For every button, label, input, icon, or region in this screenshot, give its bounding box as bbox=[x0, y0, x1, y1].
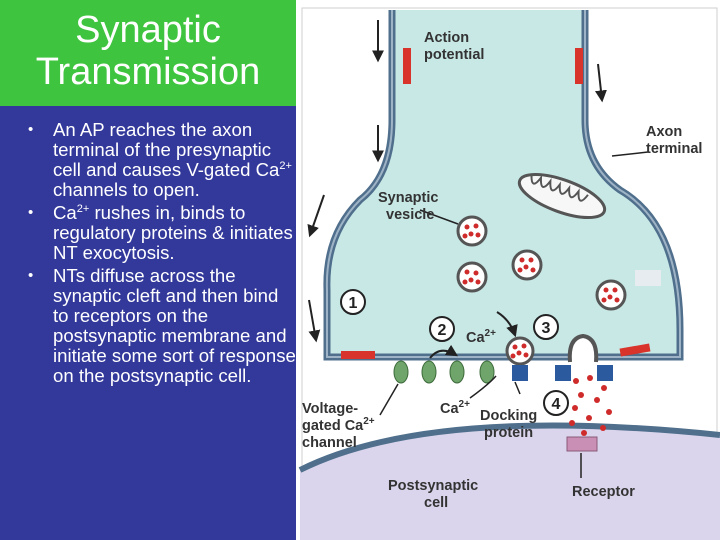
ap-arrow-right bbox=[594, 63, 607, 103]
ca-influx-arrow bbox=[429, 344, 459, 359]
ca-channel bbox=[393, 360, 409, 384]
bullet-dot: • bbox=[28, 121, 34, 138]
bullet-2-text: Ca bbox=[53, 202, 77, 223]
synaptic-vesicle bbox=[511, 249, 543, 281]
label-voltage-gated-line3: channel bbox=[302, 435, 357, 451]
label-ca-step2: Ca2+ bbox=[466, 328, 496, 346]
svg-text:3: 3 bbox=[542, 320, 551, 337]
docking-protein bbox=[555, 365, 571, 381]
ap-arrow-curve bbox=[307, 194, 325, 238]
step-1-marker: 1 bbox=[340, 289, 366, 315]
label-postsynaptic-cell-line2: cell bbox=[424, 495, 448, 511]
ca-channel bbox=[421, 360, 437, 384]
ap-marker bbox=[619, 343, 651, 357]
synapse-diagram: 1 2 3 4 Action potential Axon terminal S… bbox=[298, 7, 720, 540]
label-docking-protein-line2: protein bbox=[484, 425, 533, 441]
title-line-1: Synaptic bbox=[75, 9, 221, 51]
label-voltage-gated-line2: gated Ca2+ bbox=[302, 416, 375, 434]
axon-terminal bbox=[326, 10, 680, 357]
synaptic-vesicle bbox=[456, 215, 488, 247]
bullet-item-2: • Ca2+ rushes in, binds to regulatory pro… bbox=[28, 203, 296, 263]
mitochondrion bbox=[517, 172, 607, 220]
text-panel: Synaptic Transmission • An AP reaches the… bbox=[0, 0, 296, 540]
step-3-marker: 3 bbox=[533, 314, 559, 340]
ca-channel bbox=[479, 360, 495, 384]
vesicle-leader bbox=[419, 209, 459, 225]
label-voltage-gated-line1: Voltage- bbox=[302, 401, 358, 417]
neurotransmitters bbox=[569, 375, 612, 436]
bullet-3-text: NTs diffuse across the synaptic cleft an… bbox=[53, 265, 296, 386]
step-2-marker: 2 bbox=[429, 316, 455, 342]
receptor-protein bbox=[566, 436, 598, 452]
synaptic-vesicle bbox=[456, 261, 488, 293]
label-action-potential-line2: potential bbox=[424, 47, 484, 63]
docking-protein bbox=[512, 365, 528, 381]
channel-leader bbox=[379, 383, 399, 416]
svg-text:1: 1 bbox=[349, 295, 358, 312]
bullet-2-text-end: rushes in, binds to regulatory proteins … bbox=[53, 202, 293, 263]
label-axon-terminal-line2: terminal bbox=[646, 141, 702, 157]
docking-protein bbox=[597, 365, 613, 381]
ap-marker bbox=[575, 48, 583, 84]
svg-text:2: 2 bbox=[438, 322, 447, 339]
synaptic-vesicle bbox=[595, 279, 627, 311]
label-docking-protein-line1: Docking bbox=[480, 408, 537, 424]
bullet-1-text: An AP reaches the axon terminal of the p… bbox=[53, 119, 280, 180]
postsynaptic-cell bbox=[300, 425, 720, 540]
docking-vesicle bbox=[505, 336, 535, 366]
label-synaptic-vesicle-line2: vesicle bbox=[386, 207, 434, 223]
label-synaptic-vesicle-line1: Synaptic bbox=[378, 190, 438, 206]
bullet-1-sup: 2+ bbox=[279, 160, 292, 172]
label-ca-step4: Ca2+ bbox=[440, 399, 470, 417]
slide-title: Synaptic Transmission bbox=[0, 0, 296, 106]
axon-terminal-leader bbox=[611, 151, 649, 157]
ca-channel bbox=[449, 360, 465, 384]
fusing-vesicle bbox=[567, 333, 599, 363]
label-receptor: Receptor bbox=[572, 484, 635, 500]
label-postsynaptic-cell-line1: Postsynaptic bbox=[388, 478, 478, 494]
label-axon-terminal-line1: Axon bbox=[646, 124, 682, 140]
ca-label-leader bbox=[469, 375, 497, 399]
label-action-potential-line1: Action bbox=[424, 30, 469, 46]
membrane-highlight bbox=[325, 10, 681, 358]
bullet-dot: • bbox=[28, 267, 34, 284]
ca-bind-arrow bbox=[496, 311, 518, 338]
postsynaptic-membrane bbox=[298, 422, 720, 473]
bullet-dot: • bbox=[28, 204, 34, 221]
bullet-list: • An AP reaches the axon terminal of the … bbox=[28, 120, 296, 389]
docking-leader bbox=[514, 381, 521, 395]
bullet-1-text-end: channels to open. bbox=[53, 179, 200, 200]
bullet-item-3: • NTs diffuse across the synaptic cleft a… bbox=[28, 266, 296, 386]
ap-arrow-curve bbox=[308, 299, 321, 343]
ap-marker bbox=[403, 48, 411, 84]
bullet-item-1: • An AP reaches the axon terminal of the … bbox=[28, 120, 296, 200]
step-4-marker: 4 bbox=[543, 390, 569, 416]
svg-text:4: 4 bbox=[552, 396, 561, 413]
title-line-2: Transmission bbox=[35, 51, 261, 93]
ap-marker bbox=[341, 351, 375, 359]
membrane-patch bbox=[635, 270, 661, 286]
bullet-2-sup: 2+ bbox=[76, 203, 90, 215]
